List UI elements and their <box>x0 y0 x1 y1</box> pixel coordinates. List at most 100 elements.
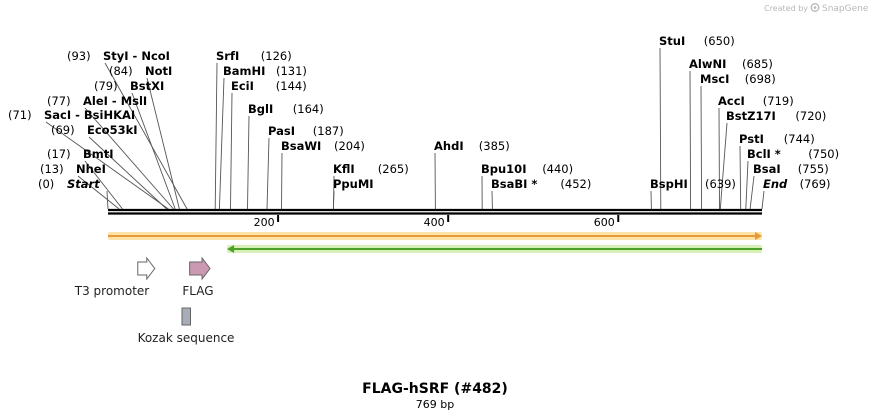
site-line-styi-ncoi <box>104 62 188 210</box>
ruler-tick-label: 400 <box>424 216 445 229</box>
site-position-bmti: (17) <box>47 147 71 161</box>
site-ahdi[interactable]: AhdI <box>434 139 464 153</box>
sequence-length: 769 bp <box>416 398 454 411</box>
feature-t3-promoter[interactable]: T3 promoter <box>74 256 156 298</box>
ruler-tick-label: 200 <box>254 216 275 229</box>
site-bstz17i[interactable]: BstZ17I <box>726 109 776 123</box>
site-alwni[interactable]: AlwNI <box>689 57 726 71</box>
site-styi-ncoi[interactable]: StyI - NcoI <box>103 49 170 63</box>
site-start[interactable]: Start <box>67 177 100 191</box>
site-line-msci <box>700 85 703 210</box>
site-position-saci-bsihkai: (71) <box>8 108 32 122</box>
site-stui[interactable]: StuI <box>659 34 685 48</box>
site-alei-msli[interactable]: AleI - MslI <box>83 94 147 108</box>
site-line-saci-bsihkai <box>45 121 169 210</box>
site-bamhi[interactable]: BamHI <box>223 64 265 78</box>
site-srfi[interactable]: SrfI <box>216 49 239 63</box>
site-line-bcli <box>745 160 749 210</box>
site-line-stui <box>659 47 662 210</box>
site-line-bsawi <box>281 152 283 210</box>
site-position-bsawi: (204) <box>334 139 365 153</box>
site-position-kfli: (265) <box>378 162 409 176</box>
site-position-nhei: (13) <box>40 162 64 176</box>
feature-label-t3-promoter: T3 promoter <box>74 284 150 298</box>
ruler-tick-label: 600 <box>594 216 615 229</box>
site-bgli[interactable]: BglI <box>248 102 273 116</box>
orf-2[interactable] <box>227 245 762 253</box>
site-line-alei-msli <box>84 107 174 210</box>
site-nhei[interactable]: NheI <box>76 162 106 176</box>
site-line-ppumi <box>332 190 335 210</box>
site-line-psti <box>739 145 742 210</box>
site-eco53ki[interactable]: Eco53kI <box>87 123 138 137</box>
site-pasi[interactable]: PasI <box>268 124 295 138</box>
sequence-title: FLAG-hSRF (#482) <box>362 381 508 397</box>
site-position-eco53ki: (69) <box>51 123 75 137</box>
site-kfli[interactable]: KflI <box>333 162 355 176</box>
site-bpu10i[interactable]: Bpu10I <box>481 162 526 176</box>
ruler: 200 400 600 <box>254 215 620 229</box>
site-position-alwni: (685) <box>742 57 773 71</box>
site-line-bamhi <box>218 77 225 210</box>
site-position-noti: (84) <box>109 64 133 78</box>
dna-backbone <box>108 208 762 215</box>
site-position-bcli: (750) <box>808 147 839 161</box>
site-ppumi[interactable]: PpuMI <box>333 177 374 191</box>
site-position-bsai: (755) <box>798 162 829 176</box>
feature-label-kozak-sequence: Kozak sequence <box>138 331 235 345</box>
site-bsabi[interactable]: BsaBI * <box>491 177 537 191</box>
site-position-pasi: (187) <box>313 124 344 138</box>
site-line-bstz17i <box>719 122 728 210</box>
site-position-bstz17i: (720) <box>795 109 826 123</box>
site-position-msci: (698) <box>745 72 776 86</box>
site-line-bmti <box>84 160 123 210</box>
site-line-pasi <box>266 137 270 210</box>
site-position-alei-msli: (77) <box>47 94 71 108</box>
site-line-bsai <box>749 175 755 210</box>
orf-1[interactable] <box>108 232 762 240</box>
site-position-bstxi: (79) <box>94 79 118 93</box>
orf-tracks <box>108 232 762 253</box>
site-ecii[interactable]: EciI <box>231 79 254 93</box>
site-saci-bsihkai[interactable]: SacI - BsiHKAI <box>44 108 135 122</box>
site-leader-lines <box>45 47 765 210</box>
site-msci[interactable]: MscI <box>700 72 729 86</box>
feature-flag[interactable]: FLAG <box>182 256 214 298</box>
site-bcli[interactable]: BclI * <box>747 147 781 161</box>
site-position-psti: (744) <box>784 132 815 146</box>
site-position-ahdi: (385) <box>479 139 510 153</box>
site-bmti[interactable]: BmtI <box>83 147 114 161</box>
site-line-alwni <box>689 70 692 210</box>
site-position-stui: (650) <box>704 34 735 48</box>
site-end[interactable]: End <box>763 177 788 191</box>
site-position-start: (0) <box>38 177 54 191</box>
site-line-acci <box>718 107 720 210</box>
site-position-end: (769) <box>800 177 831 191</box>
site-bstxi[interactable]: BstXI <box>130 79 164 93</box>
site-position-bamhi: (131) <box>276 64 307 78</box>
site-position-bsabi: (452) <box>560 177 591 191</box>
site-acci[interactable]: AccI <box>718 94 745 108</box>
site-bsai[interactable]: BsaI <box>753 162 781 176</box>
site-position-bpu10i: (440) <box>542 162 573 176</box>
site-line-bgli <box>247 115 250 210</box>
site-position-styi-ncoi: (93) <box>67 49 91 63</box>
site-position-acci: (719) <box>763 94 794 108</box>
site-position-srfi: (126) <box>261 49 292 63</box>
snapgene-logo-icon <box>810 3 820 12</box>
feature-kozak-sequence[interactable]: Kozak sequence <box>138 307 235 345</box>
site-line-end <box>761 190 765 210</box>
site-bsawi[interactable]: BsaWI <box>281 139 321 153</box>
site-labels: Start (0) NheI (13) BmtI (17) Eco53kI (69)SacI … <box>8 34 839 191</box>
site-line-eco53ki <box>88 136 168 210</box>
created-by-text: Created by <box>764 4 808 13</box>
site-line-noti <box>146 77 180 210</box>
site-position-ecii: (144) <box>276 79 307 93</box>
site-noti[interactable]: NotI <box>145 64 172 78</box>
site-psti[interactable]: PstI <box>739 132 764 146</box>
brand-text: SnapGene <box>822 4 869 14</box>
site-bsphi[interactable]: BspHI <box>650 177 688 191</box>
site-line-bstxi <box>131 92 176 210</box>
site-line-nhei <box>77 175 120 210</box>
